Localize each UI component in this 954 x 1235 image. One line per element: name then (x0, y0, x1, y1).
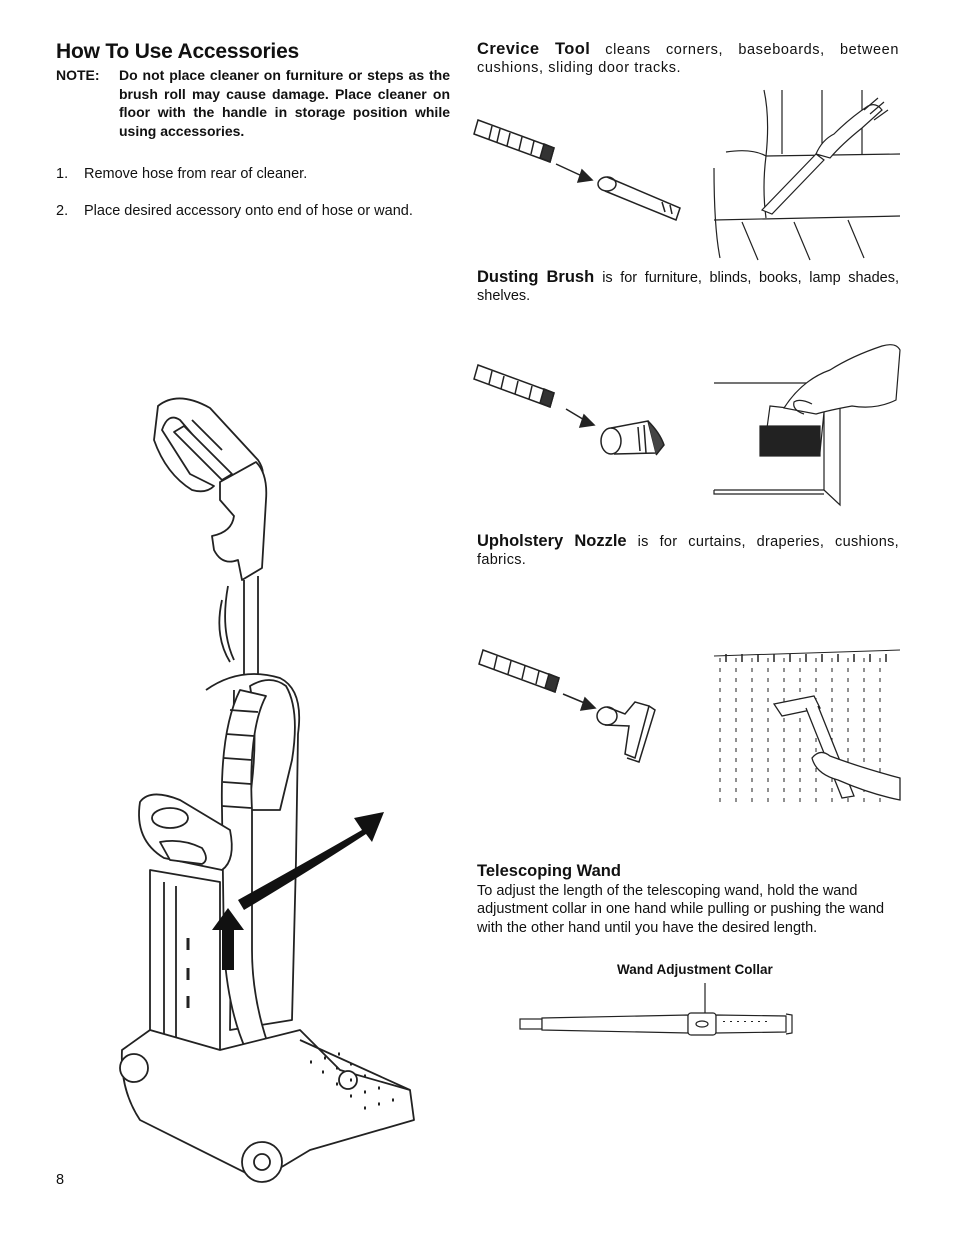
upholstery-scene-illustration (713, 649, 901, 808)
section-text: is for curtains, draperies, cushions, fa… (477, 534, 899, 568)
dusting-brush-section: Dusting Brush is for furniture, blinds, … (477, 268, 899, 305)
upholstery-nozzle-section: Upholstery Nozzle is for curtains, drape… (477, 532, 899, 569)
dusting-scene-illustration (713, 344, 901, 507)
section-text: cleans corners, baseboards, between cush… (477, 42, 899, 76)
dusting-brush-illustration (473, 364, 665, 456)
curved-arrow-icon (238, 812, 384, 910)
crevice-scene-illustration (713, 89, 901, 261)
section-heading: Upholstery Nozzle (477, 532, 627, 550)
telescoping-wand-illustration (519, 983, 793, 1036)
section-text: To adjust the length of the telescoping … (477, 882, 885, 936)
page-title: How To Use Accessories (56, 40, 300, 63)
section-heading: Dusting Brush (477, 268, 595, 286)
step-text: Place desired accessory onto end of hose… (84, 203, 413, 219)
note: NOTE: Do not place cleaner on furniture … (56, 66, 450, 140)
section-heading: Telescoping Wand (477, 862, 621, 880)
page-number: 8 (56, 1172, 65, 1188)
step-number: 1. (56, 166, 69, 182)
section-heading: Crevice Tool (477, 40, 591, 58)
note-text: Do not place cleaner on furniture or ste… (119, 67, 450, 139)
crevice-tool-section: Crevice Tool cleans corners, baseboards,… (477, 40, 899, 77)
up-arrow-icon (212, 908, 244, 970)
step-1: 1. Remove hose from rear of cleaner. (56, 166, 307, 182)
note-label: NOTE: (56, 67, 100, 83)
step-text: Remove hose from rear of cleaner. (84, 166, 308, 182)
step-number: 2. (56, 203, 69, 219)
wand-callout-label: Wand Adjustment Collar (617, 962, 773, 977)
crevice-tool-illustration (473, 119, 681, 221)
step-2: 2. Place desired accessory onto end of ho… (56, 203, 413, 219)
section-text: is for furniture, blinds, books, lamp sh… (477, 270, 899, 304)
upholstery-nozzle-illustration (478, 649, 656, 763)
upright-vacuum-illustration (119, 397, 415, 1183)
telescoping-wand-section: Telescoping Wand To adjust the length of… (477, 862, 897, 937)
